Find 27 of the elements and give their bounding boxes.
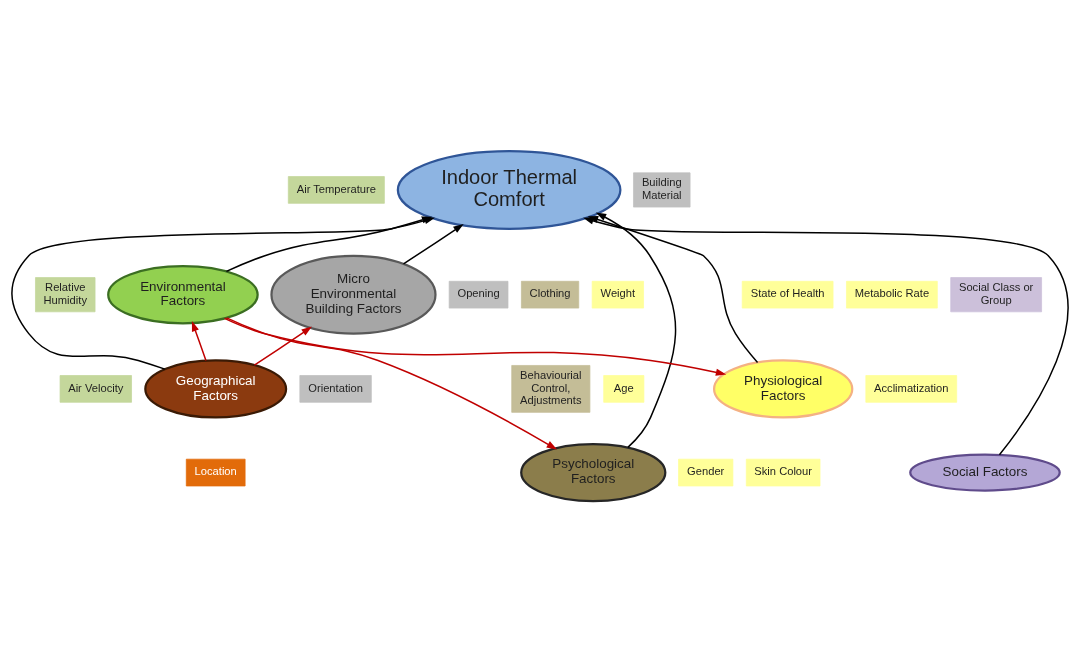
arrow	[223, 317, 727, 376]
node-box: Metabolic Rate	[846, 280, 938, 309]
node-ellipse: Geographical Factors	[144, 359, 288, 419]
node-box: Building Material	[633, 172, 691, 208]
node-ellipse: Indoor Thermal Comfort	[396, 150, 622, 230]
node-box: Skin Colour	[745, 458, 821, 487]
node-box: Behaviourial Control, Adjustments	[511, 365, 591, 413]
node-box: Location	[185, 458, 246, 487]
node-box: Clothing	[521, 280, 580, 309]
node-box: Age	[603, 375, 645, 403]
node-box: Opening	[448, 280, 509, 309]
arrow	[225, 317, 558, 450]
node-box: State of Health	[741, 280, 834, 309]
arrow	[402, 223, 464, 265]
node-ellipse: Social Factors	[909, 453, 1061, 492]
node-box: Acclimatization	[865, 375, 958, 403]
node-box: Social Class or Group	[950, 277, 1042, 313]
arrow	[595, 212, 677, 449]
arrow	[191, 320, 207, 362]
node-box: Relative Humidity	[35, 277, 96, 313]
node-box: Weight	[591, 280, 644, 309]
node-box: Air Velocity	[59, 375, 132, 403]
node-ellipse: Environmental Factors	[107, 265, 259, 325]
node-box: Gender	[678, 458, 734, 487]
node-box: Orientation	[299, 375, 372, 403]
arrow	[253, 326, 312, 366]
node-box: Air Temperature	[287, 176, 385, 204]
